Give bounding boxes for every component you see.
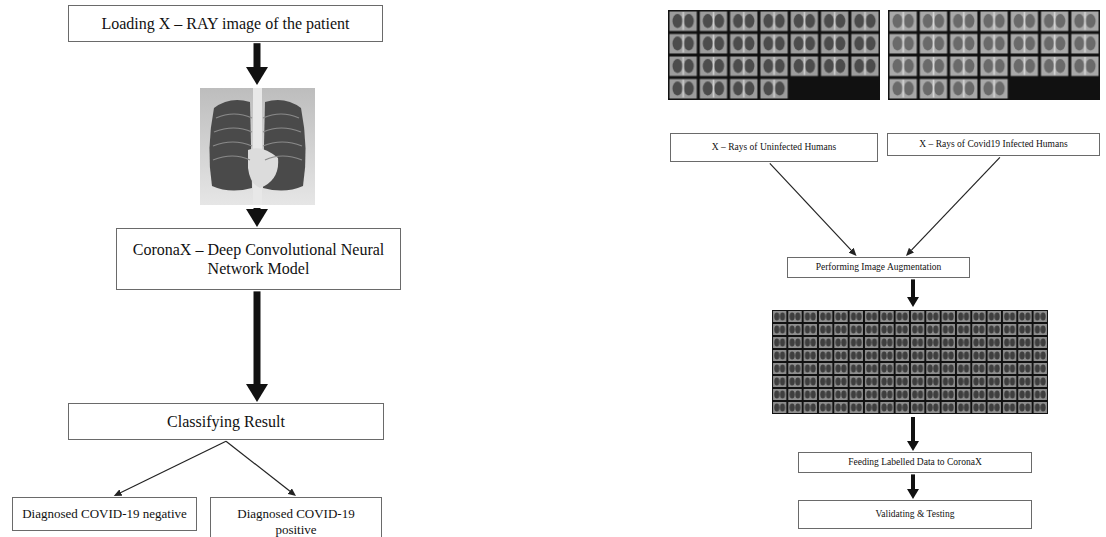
- flow-arrow: [911, 157, 999, 250]
- process-box: Diagnosed COVID-19 positive: [210, 497, 382, 537]
- box-label: Diagnosed COVID-19 negative: [19, 506, 190, 522]
- flow-arrow: [121, 441, 226, 492]
- thumb-grid-bg: [888, 10, 1100, 100]
- connector-line: [770, 163, 851, 250]
- connector-line: [911, 157, 999, 250]
- flow-arrow: [913, 474, 914, 489]
- box-label: X – Rays of Uninfected Humans: [677, 142, 871, 153]
- connector-line: [911, 417, 915, 441]
- process-box: Classifying Result: [68, 403, 384, 440]
- process-box: CoronaX – Deep Convolutional Neural Netw…: [116, 228, 401, 290]
- thumb-grid: [888, 10, 1100, 78]
- flow-arrow: [770, 163, 851, 250]
- box-label: Loading X – RAY image of the patient: [79, 14, 372, 33]
- connector-line: [254, 291, 261, 384]
- box-label: X – Rays of Covid19 Infected Humans: [894, 139, 1093, 150]
- box-label: Performing Image Augmentation: [794, 262, 963, 273]
- chest-xray-image: [200, 88, 315, 205]
- xray-ground: [200, 88, 315, 205]
- flow-arrow: [257, 43, 258, 209]
- augmented-image-grid: [772, 310, 1048, 414]
- process-box: Diagnosed COVID-19 negative: [12, 497, 197, 531]
- thumb-grid: [772, 310, 1048, 414]
- box-label: Classifying Result: [79, 412, 373, 431]
- box-label: CoronaX – Deep Convolutional Neural Netw…: [129, 240, 388, 278]
- flow-arrow: [913, 279, 914, 441]
- box-label: Diagnosed COVID-19 positive: [217, 506, 375, 537]
- flow-arrow: [226, 441, 290, 491]
- box-label: Validating & Testing: [805, 509, 1025, 520]
- connector-line: [254, 208, 261, 209]
- process-box: Validating & Testing: [798, 500, 1032, 529]
- heart: [248, 148, 278, 188]
- process-box: X – Rays of Uninfected Humans: [670, 133, 878, 162]
- process-box: Feeding Labelled Data to CoronaX: [798, 452, 1032, 473]
- flow-arrow: [257, 291, 258, 384]
- process-box: X – Rays of Covid19 Infected Humans: [887, 133, 1100, 156]
- connector-line: [911, 474, 915, 489]
- connector-line: [226, 441, 290, 491]
- process-box: Performing Image Augmentation: [787, 257, 970, 278]
- connector-line: [121, 441, 226, 492]
- thumb-grid-bg: [668, 10, 880, 100]
- thumb-grid: [888, 78, 1009, 101]
- thumb-grid: [668, 10, 880, 78]
- thumb-grid: [668, 78, 789, 101]
- connector-line: [254, 43, 261, 67]
- process-box: Loading X – RAY image of the patient: [68, 5, 383, 42]
- ribs: [213, 114, 302, 160]
- connector-line: [911, 279, 915, 297]
- box-label: Feeding Labelled Data to CoronaX: [805, 457, 1025, 468]
- lung: [209, 100, 252, 191]
